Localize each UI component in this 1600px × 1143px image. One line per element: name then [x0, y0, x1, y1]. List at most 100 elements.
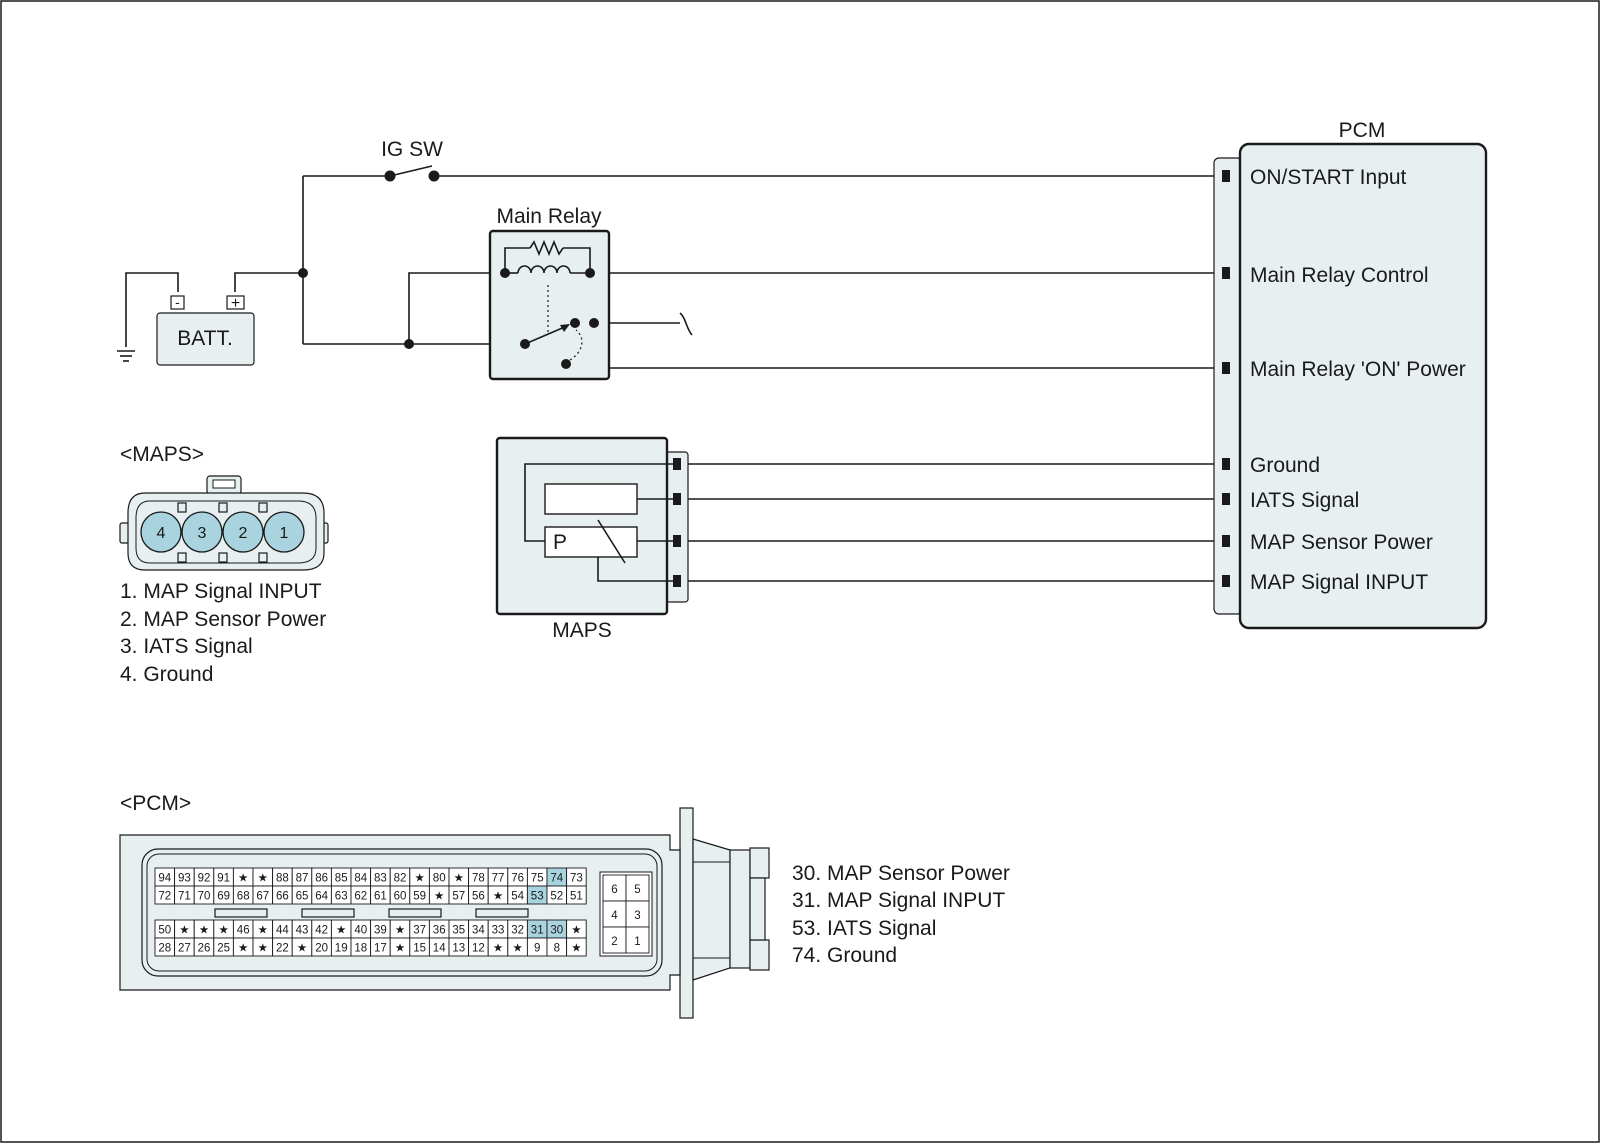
maps-pin-number: 1 — [280, 525, 289, 542]
pcm-terminal-marker — [1222, 535, 1230, 547]
pcm-pin-number: 20 — [315, 943, 328, 955]
pcm-pin-cell — [566, 885, 587, 905]
pcm-pin-number: 6 — [611, 884, 617, 896]
pcm-terminal-marker — [1222, 170, 1230, 182]
pcm-terminal-marker — [1222, 362, 1230, 374]
pcm-pin-number: 56 — [472, 891, 485, 903]
pcm-pin-number: 61 — [374, 891, 387, 903]
pcm-pin-number: 19 — [335, 943, 348, 955]
pcm-pin-number: ★ — [336, 925, 346, 937]
pcm-pin-number: 73 — [570, 873, 583, 885]
pcm-pin-number: 70 — [198, 891, 211, 903]
pcm-pin-number: ★ — [258, 943, 268, 955]
pcm-pin-number: 86 — [315, 873, 328, 885]
pcm-terminal-label: ON/START Input — [1250, 166, 1407, 189]
pcm-terminal-label: Main Relay 'ON' Power — [1250, 358, 1466, 381]
ig-sw-label: IG SW — [381, 138, 443, 161]
pcm-pin-number: ★ — [395, 925, 405, 937]
battery-negative-terminal — [170, 295, 185, 310]
pcm-pin-number: 65 — [296, 891, 309, 903]
pcm-pin-number: 3 — [634, 910, 640, 922]
junction-dot — [404, 339, 414, 349]
pcm-pin-number: ★ — [238, 943, 248, 955]
pcm-pin-number: ★ — [199, 925, 209, 937]
pcm-pin-number: 4 — [611, 910, 618, 922]
wire-break-symbol — [679, 312, 693, 336]
pcm-pin-number: 13 — [452, 943, 465, 955]
pcm-pin-number: 2 — [611, 936, 617, 948]
pcm-terminal-marker — [1222, 493, 1230, 505]
pcm-terminal-label: Main Relay Control — [1250, 264, 1429, 287]
pcm-legend: 30. MAP Sensor Power 31. MAP Signal INPU… — [792, 862, 1010, 967]
ground-symbol-icon — [117, 350, 135, 362]
pcm-pin-number: 31 — [531, 925, 544, 937]
pcm-module: PCM ON/START Input Main Relay Control Ma… — [1213, 119, 1488, 630]
battery-label: BATT. — [177, 327, 233, 350]
pcm-pin-number: ★ — [297, 943, 307, 955]
maps-pressure-element-label: P — [553, 531, 567, 554]
pcm-pin-number: 44 — [276, 925, 289, 937]
pcm-pin-number: 59 — [413, 891, 426, 903]
pcm-connector-title: <PCM> — [120, 792, 191, 815]
pcm-pin-number: 12 — [472, 943, 485, 955]
pcm-pin-number: 9 — [534, 943, 540, 955]
ignition-switch: IG SW — [381, 138, 443, 182]
pcm-pin-number: 77 — [492, 873, 505, 885]
pcm-pin-number: 72 — [158, 891, 171, 903]
pcm-pin-number: 33 — [492, 925, 505, 937]
pcm-terminal-label: MAP Sensor Power — [1250, 531, 1433, 554]
pcm-pin-number: 78 — [472, 873, 485, 885]
pcm-title: PCM — [1339, 119, 1386, 142]
pcm-pin-number: 25 — [217, 943, 230, 955]
maps-legend-item: 4. Ground — [120, 663, 213, 686]
pcm-pin-number: ★ — [571, 943, 581, 955]
pcm-pin-number: ★ — [454, 873, 464, 885]
pcm-pin-number: 94 — [158, 873, 171, 885]
battery-ground-wire — [125, 272, 179, 347]
pcm-pin-number: 52 — [550, 891, 563, 903]
pcm-legend-item: 30. MAP Sensor Power — [792, 862, 1010, 885]
pcm-pin-number: 50 — [158, 925, 171, 937]
pcm-pin-number: ★ — [179, 925, 189, 937]
pcm-pin-number: ★ — [512, 943, 522, 955]
battery-positive-sign: + — [231, 295, 240, 312]
pcm-legend-item: 31. MAP Signal INPUT — [792, 889, 1005, 912]
pcm-pin-number: 28 — [158, 943, 171, 955]
pcm-pin-number: 51 — [570, 891, 583, 903]
pcm-pin-number: ★ — [395, 943, 405, 955]
battery-positive-wire — [234, 272, 303, 292]
pcm-pin-number: 46 — [237, 925, 250, 937]
pcm-pin-number: 27 — [178, 943, 191, 955]
pcm-pin-number: 5 — [634, 884, 640, 896]
maps-pin-number: 4 — [157, 525, 166, 542]
maps-legend-item: 2. MAP Sensor Power — [120, 608, 326, 631]
pcm-pin-number: 22 — [276, 943, 289, 955]
pcm-pin-number: 54 — [511, 891, 524, 903]
pcm-pin-number: 88 — [276, 873, 289, 885]
pcm-pin-number: 85 — [335, 873, 348, 885]
maps-legend-item: 3. IATS Signal — [120, 635, 253, 658]
pcm-terminal-label: Ground — [1250, 454, 1320, 477]
pcm-pin-number: 76 — [511, 873, 524, 885]
maps-legend: 1. MAP Signal INPUT 2. MAP Sensor Power … — [120, 580, 326, 686]
pcm-pin-number: 34 — [472, 925, 485, 937]
pcm-pin-number: 36 — [433, 925, 446, 937]
main-relay-label: Main Relay — [496, 205, 602, 228]
pcm-pin-number: 84 — [354, 873, 367, 885]
maps-sensor: P MAPS — [495, 436, 689, 642]
pcm-pin-number: 67 — [256, 891, 269, 903]
pcm-terminal-label: MAP Signal INPUT — [1250, 571, 1428, 594]
pcm-pin-number: 60 — [394, 891, 407, 903]
pcm-pin-number: 93 — [178, 873, 191, 885]
pcm-pin-number: 32 — [511, 925, 524, 937]
pcm-terminal-marker — [1222, 575, 1230, 587]
battery-negative-sign: - — [175, 294, 180, 310]
pcm-terminal-marker — [1222, 267, 1230, 279]
junction-dot — [298, 268, 308, 278]
relay-coil-feed — [408, 272, 505, 344]
pcm-legend-item: 53. IATS Signal — [792, 917, 936, 940]
